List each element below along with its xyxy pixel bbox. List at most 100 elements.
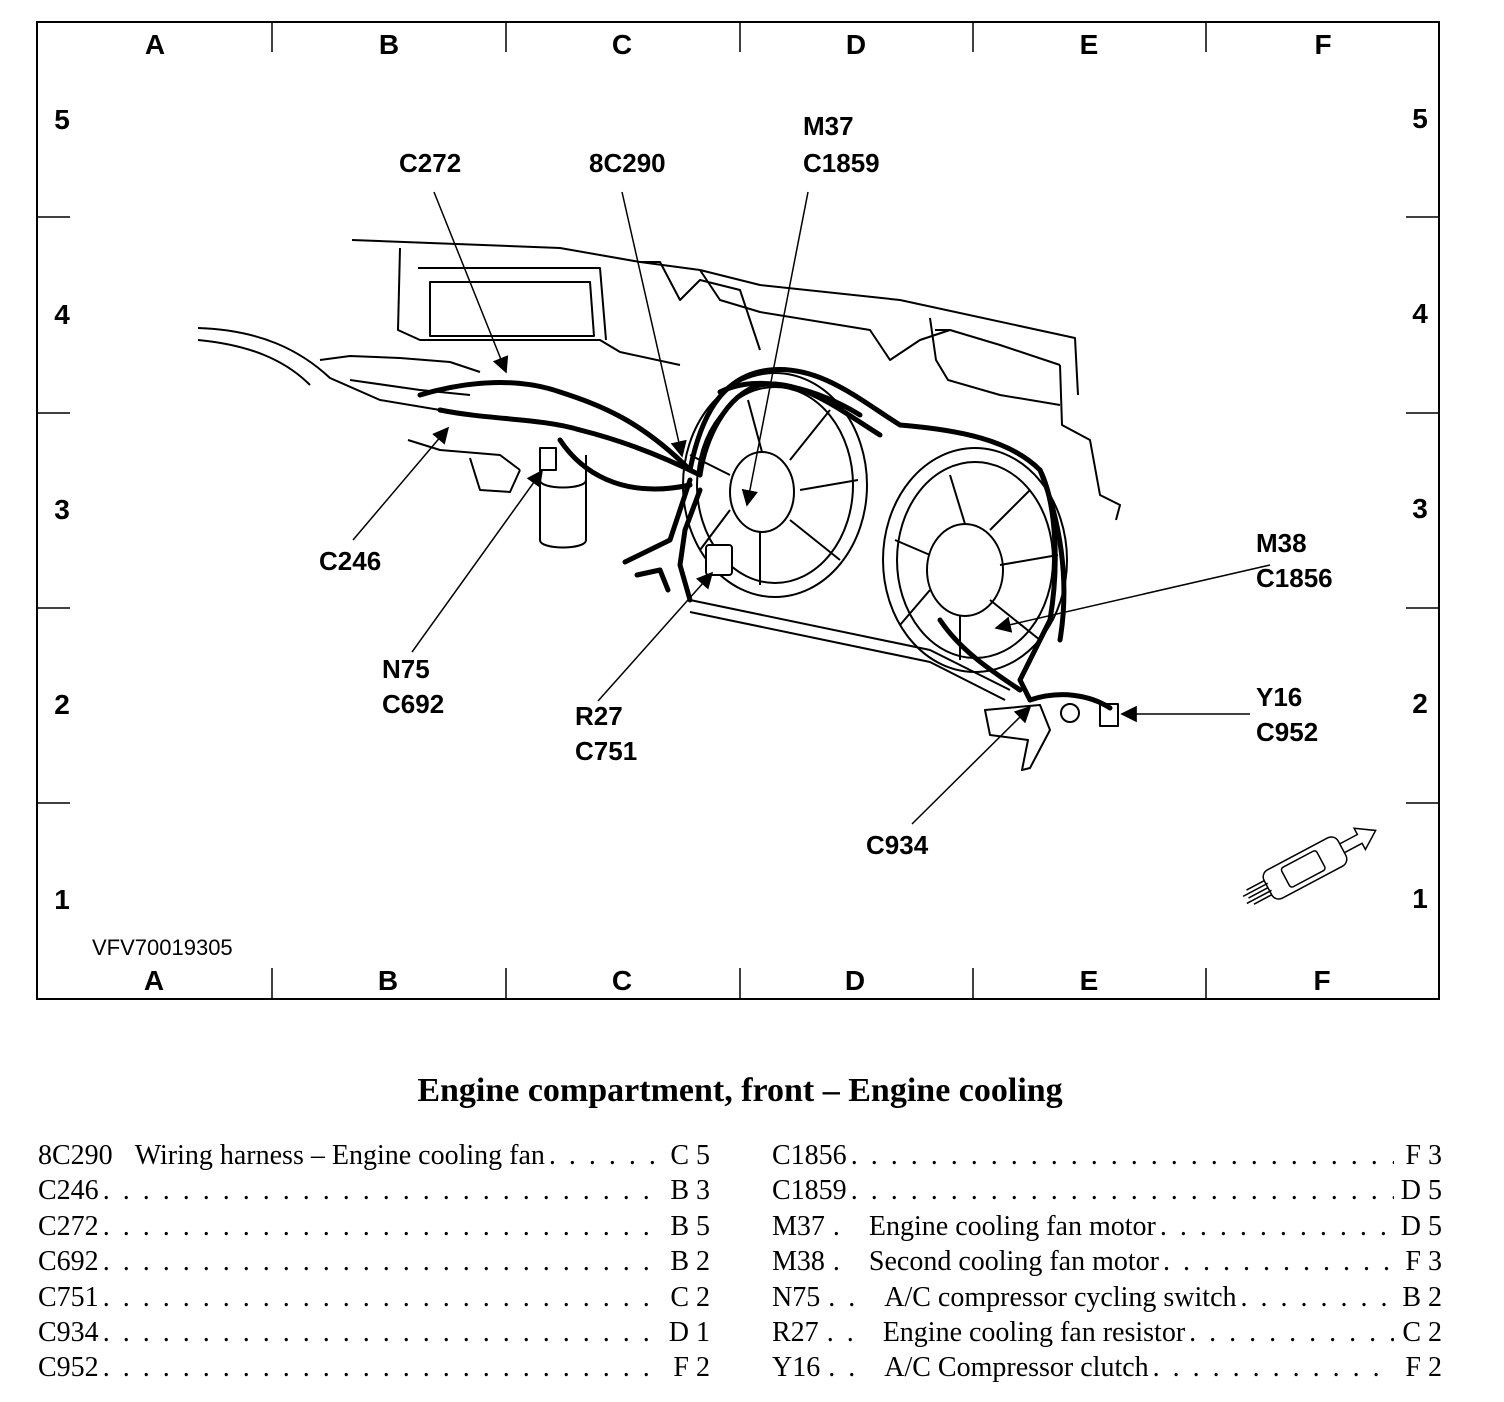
index-code: M38 — [772, 1246, 825, 1278]
index-leader — [828, 1350, 858, 1385]
index-leader — [1241, 1280, 1394, 1315]
index-code: C1859 — [772, 1175, 847, 1207]
index-code: 8C290 — [38, 1140, 113, 1171]
index-desc: Second cooling fan motor — [868, 1246, 1159, 1278]
index-row: C952 F 2 — [38, 1350, 710, 1385]
index-code: M37 — [772, 1210, 825, 1242]
index-leader — [827, 1315, 857, 1350]
location-diagram: A B C D E F A B C D E F 5 4 3 2 1 5 4 3 … — [36, 21, 1440, 1000]
col-label-top: D — [846, 29, 866, 60]
index-leader — [851, 1173, 1394, 1208]
index-location: F 3 — [1405, 1246, 1442, 1278]
index-leader — [549, 1138, 662, 1173]
index-leader — [1189, 1315, 1394, 1350]
col-label-bottom: A — [144, 965, 164, 996]
col-label-top: A — [145, 29, 165, 60]
index-row: M38 Second cooling fan motor F 3 — [772, 1244, 1442, 1279]
row-label-right: 2 — [1412, 688, 1428, 719]
index-row: C246 B 3 — [38, 1173, 710, 1208]
row-label-right: 3 — [1412, 493, 1428, 524]
index-code: C934 — [38, 1316, 99, 1348]
row-label-left: 1 — [54, 884, 70, 915]
row-label-right: 4 — [1412, 298, 1428, 329]
index-location: C 2 — [1402, 1316, 1442, 1348]
index-code: Y16 — [772, 1352, 821, 1384]
index-location: B 2 — [670, 1246, 710, 1278]
callout-c952: C952 — [1256, 717, 1318, 747]
row-label-left: 3 — [54, 494, 70, 525]
diagram-frame — [36, 21, 1440, 1000]
callout-c1859: C1859 — [803, 148, 880, 178]
index-desc: A/C compressor cycling switch — [884, 1281, 1237, 1313]
page-title: Engine compartment, front – Engine cooli… — [417, 1072, 1063, 1109]
index-location: B 3 — [670, 1175, 710, 1207]
index-row: C692 B 2 — [38, 1244, 710, 1279]
row-label-right: 1 — [1412, 883, 1428, 914]
grid-ticks — [37, 22, 1439, 999]
index-location: F 3 — [1405, 1140, 1442, 1171]
index-leader — [833, 1209, 843, 1244]
callout-y16: Y16 — [1256, 682, 1302, 712]
row-label-left: 2 — [54, 689, 70, 720]
index-location: D 5 — [1400, 1175, 1442, 1207]
row-label-left: 4 — [54, 299, 70, 330]
index-location: F 2 — [673, 1352, 710, 1384]
index-row: C751 C 2 — [38, 1280, 710, 1315]
index-location: C 2 — [670, 1281, 710, 1313]
index-row: C272 B 5 — [38, 1209, 710, 1244]
index-location: B 5 — [670, 1210, 710, 1242]
index-leader — [103, 1280, 662, 1315]
index-leader — [851, 1138, 1394, 1173]
index-leader — [828, 1280, 858, 1315]
col-label-top: E — [1080, 29, 1099, 60]
col-label-top: F — [1314, 29, 1331, 60]
index-code: C751 — [38, 1281, 99, 1313]
index-location: D 1 — [668, 1316, 710, 1348]
callout-8c290: 8C290 — [589, 148, 666, 178]
index-row: C1859 D 5 — [772, 1173, 1442, 1208]
index-leader — [103, 1173, 662, 1208]
vehicle-orientation-icon — [1242, 827, 1377, 905]
index-row: Y16 A/C Compressor clutch F 2 — [772, 1350, 1442, 1385]
callout-c246: C246 — [319, 546, 381, 576]
callout-r27: R27 — [575, 701, 623, 731]
col-label-top: C — [612, 29, 632, 60]
index-leader — [103, 1315, 662, 1350]
callout-c272: C272 — [399, 148, 461, 178]
component-index-right: C1856 F 3 C1859 D 5 M37 Engine cooling f… — [772, 1138, 1442, 1386]
index-code: C246 — [38, 1175, 99, 1207]
col-label-bottom: F — [1313, 965, 1330, 996]
callout-n75: N75 — [382, 654, 430, 684]
index-code: N75 — [772, 1281, 821, 1313]
row-label-left: 5 — [54, 104, 70, 135]
index-code: C952 — [38, 1352, 99, 1384]
index-row: C934 D 1 — [38, 1315, 710, 1350]
col-label-bottom: D — [845, 965, 865, 996]
index-row: C1856 F 3 — [772, 1138, 1442, 1173]
wiring-harness — [417, 367, 1113, 711]
engine-compartment-drawing — [197, 239, 1121, 771]
index-desc: Engine cooling fan motor — [868, 1210, 1156, 1242]
index-location: F 2 — [1405, 1352, 1442, 1384]
index-leader — [1153, 1350, 1394, 1385]
index-row: N75 A/C compressor cycling switch B 2 — [772, 1280, 1442, 1315]
callout-leaders — [352, 191, 1271, 825]
callout-c1856: C1856 — [1256, 563, 1333, 593]
index-leader — [1163, 1244, 1394, 1279]
index-row: R27 Engine cooling fan resistor C 2 — [772, 1315, 1442, 1350]
index-code: R27 — [772, 1316, 819, 1348]
index-location: D 5 — [1400, 1210, 1442, 1242]
index-leader — [103, 1244, 662, 1279]
index-desc: Engine cooling fan resistor — [882, 1316, 1186, 1348]
index-location: C 5 — [670, 1140, 710, 1171]
callout-c934: C934 — [866, 830, 929, 860]
row-label-right: 5 — [1412, 103, 1428, 134]
index-location: B 2 — [1402, 1281, 1442, 1313]
callout-m38: M38 — [1256, 528, 1307, 558]
col-label-top: B — [379, 29, 399, 60]
index-row: 8C290 Wiring harness – Engine cooling fa… — [38, 1138, 710, 1173]
callout-m37: M37 — [803, 111, 854, 141]
index-leader — [833, 1244, 843, 1279]
index-desc: Wiring harness – Engine cooling fan — [134, 1140, 545, 1171]
index-code: C692 — [38, 1246, 99, 1278]
